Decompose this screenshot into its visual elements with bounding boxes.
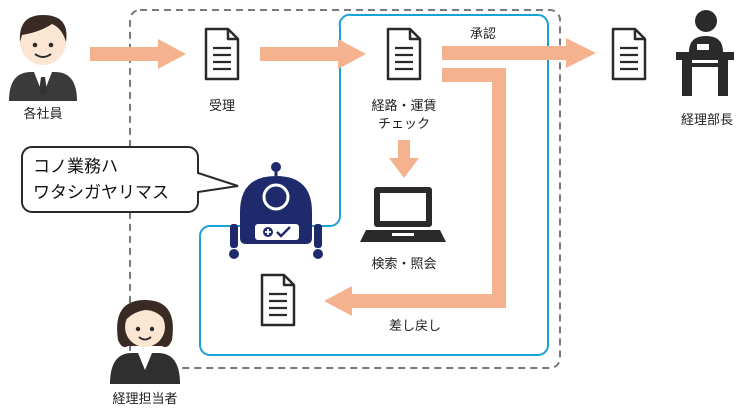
arrow-receive-to-check (260, 39, 366, 69)
manager-document-icon (611, 27, 647, 81)
bubble-line2: ワタシガヤリマス (33, 183, 169, 203)
manager-at-desk-icon (676, 10, 734, 96)
employee-person-icon (9, 15, 77, 101)
staff-person-icon (110, 300, 180, 384)
arrow-check-to-search (389, 140, 419, 178)
speech-bubble: コノ業務ハ ワタシガヤリマス (21, 146, 239, 213)
received-document-icon (204, 27, 240, 81)
manager-label: 経理部長 (681, 113, 733, 128)
check-document-icon (386, 27, 422, 81)
check-step-label-line2: チェック (378, 117, 430, 132)
employee-label: 各社員 (23, 106, 62, 122)
returned-document-icon (260, 273, 296, 327)
arrow-approve-to-manager (442, 38, 596, 68)
staff-label: 経理担当者 (112, 392, 177, 407)
bubble-line1: コノ業務ハ (33, 157, 118, 177)
robot-icon (229, 162, 323, 259)
receive-step-label: 受理 (209, 99, 235, 114)
search-step-label: 検索・照会 (371, 257, 436, 272)
arrow-employee-to-receive (90, 39, 186, 69)
approve-label: 承認 (470, 26, 496, 42)
check-step-label-line1: 経路・運賃 (371, 98, 436, 114)
robot-scope-frame (199, 13, 549, 356)
laptop-icon (360, 187, 446, 242)
return-label: 差し戻し (389, 319, 441, 334)
